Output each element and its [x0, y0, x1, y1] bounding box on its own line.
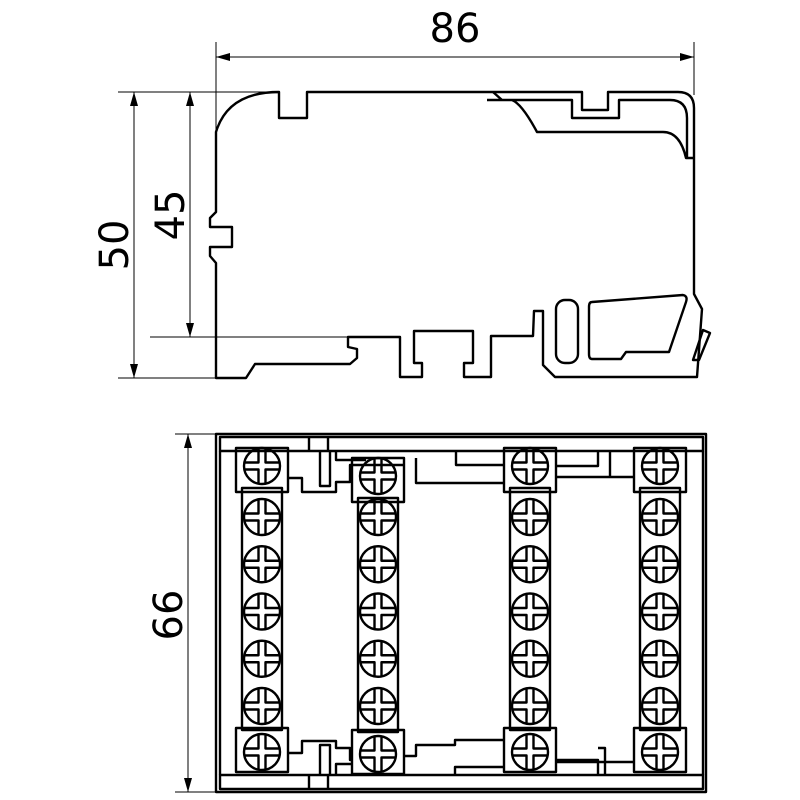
screw-cross-icon — [513, 500, 547, 534]
screw-cross-icon — [361, 547, 395, 582]
screw-icon — [358, 592, 398, 631]
screw-cross-icon — [361, 689, 395, 723]
screw-icon — [510, 639, 550, 678]
terminal-bar — [638, 486, 682, 732]
screw-icon — [640, 446, 680, 486]
screw-cross-icon — [513, 641, 547, 676]
screw-icon — [358, 734, 398, 774]
terminal-head-bottom — [502, 726, 558, 774]
screw-cross-icon — [643, 641, 677, 676]
screw-icon — [358, 686, 398, 726]
screw-icon — [242, 446, 282, 486]
terminal-bar — [240, 486, 284, 732]
screw-icon — [640, 592, 680, 631]
screw-cross-icon — [513, 689, 547, 723]
screw-cross-icon — [245, 689, 279, 723]
screw-icon — [510, 446, 550, 486]
screw-cross-icon — [643, 689, 677, 723]
screw-icon — [510, 545, 550, 584]
screw-cross-icon — [643, 547, 677, 582]
screw-cross-icon — [245, 641, 279, 676]
dimension-lines-side — [118, 42, 695, 379]
screw-cross-icon — [361, 459, 395, 493]
top-view-frame — [214, 432, 708, 794]
top-view — [214, 432, 708, 794]
screw-icon — [358, 497, 398, 537]
screw-icon — [242, 592, 282, 631]
screw-cross-icon — [361, 641, 395, 676]
top-view-top-strip — [218, 435, 705, 453]
screw-cross-icon — [361, 737, 395, 771]
dimension-width-label: 86 — [430, 6, 481, 52]
screw-icon — [510, 497, 550, 537]
screw-icon — [242, 686, 282, 726]
screw-cross-icon — [361, 500, 395, 534]
screw-icon — [242, 497, 282, 537]
screw-cross-icon — [361, 594, 395, 629]
side-view-outline — [208, 90, 704, 380]
terminal-head-bottom — [234, 726, 290, 774]
screw-icon — [358, 639, 398, 678]
dimension-lines-top — [175, 433, 216, 793]
screw-icon — [510, 686, 550, 726]
screw-cross-icon — [513, 594, 547, 629]
terminal-head-bottom — [632, 726, 688, 774]
screw-cross-icon — [643, 735, 677, 769]
screw-cross-icon — [643, 594, 677, 629]
screw-cross-icon — [245, 547, 279, 582]
screw-icon — [242, 545, 282, 584]
screw-cross-icon — [643, 500, 677, 534]
screw-icon — [242, 639, 282, 678]
screw-cross-icon — [513, 449, 547, 483]
screw-icon — [640, 639, 680, 678]
screw-icon — [640, 497, 680, 537]
screw-icon — [640, 545, 680, 584]
side-view-window — [587, 293, 688, 361]
side-view-slot — [554, 298, 580, 365]
screw-icon — [510, 732, 550, 772]
screw-cross-icon — [513, 735, 547, 769]
screw-icon — [640, 686, 680, 726]
side-view-hook — [691, 328, 712, 362]
screw-cross-icon — [245, 735, 279, 769]
screw-cross-icon — [245, 500, 279, 534]
side-view — [208, 90, 712, 380]
screw-cross-icon — [245, 594, 279, 629]
dimension-rail-height-label: 45 — [148, 190, 194, 241]
screw-icon — [358, 545, 398, 584]
screw-icon — [242, 732, 282, 772]
screw-icon — [510, 592, 550, 631]
screw-icon — [640, 732, 680, 772]
top-view-bottom-strip — [218, 773, 705, 791]
terminal-bar — [508, 486, 552, 732]
terminal-head-bottom — [350, 728, 406, 776]
dimension-height-label: 50 — [92, 220, 138, 271]
screw-cross-icon — [513, 547, 547, 582]
dimension-depth-label: 66 — [146, 590, 192, 641]
screw-icon — [358, 456, 398, 496]
side-view-inner-top — [487, 91, 693, 160]
screw-cross-icon — [245, 449, 279, 483]
screw-cross-icon — [643, 449, 677, 483]
